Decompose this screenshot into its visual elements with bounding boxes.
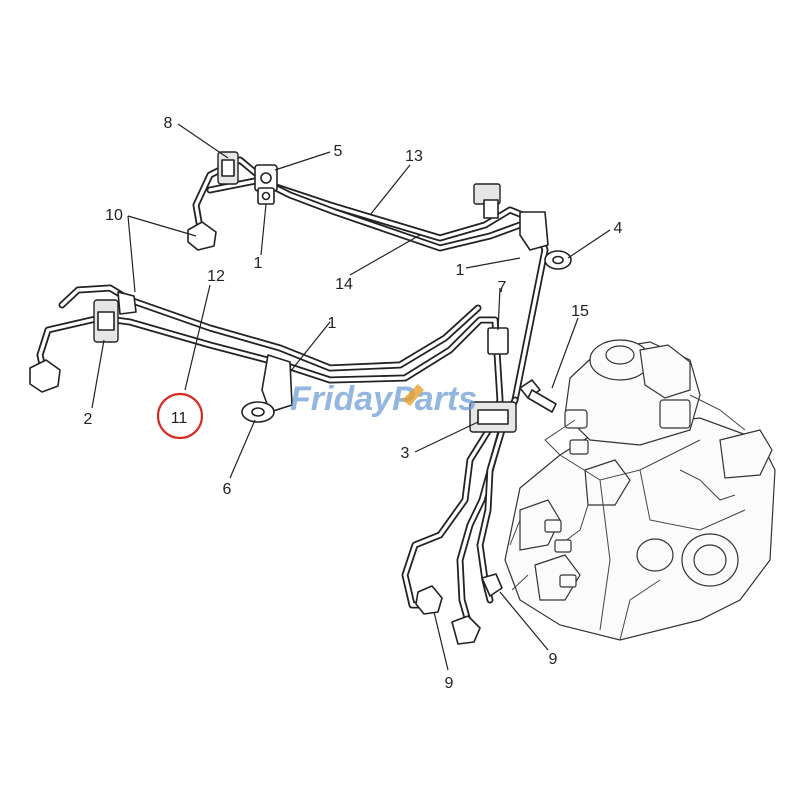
callout-3: 3 [401,445,410,462]
leader-lines [91,123,611,671]
callout-15: 15 [571,303,589,320]
watermark-text: FridayParts [290,380,477,418]
callout-10: 10 [105,207,123,224]
clamp-part-3 [469,401,517,433]
clamp-part-8 [217,151,239,185]
callout-11: 11 [171,410,188,427]
callout-labels: 8 5 13 10 1 4 1 12 14 1 7 15 2 11 3 6 9 … [84,115,623,692]
injection-pump [504,339,776,641]
callout-1-middle: 1 [328,315,337,332]
clamp-part-1-top [257,187,275,205]
callout-13: 13 [405,148,423,165]
callout-8: 8 [164,115,173,132]
fitting-part-10-top [187,221,217,251]
callout-2: 2 [84,411,93,428]
callout-1-right: 1 [456,262,465,279]
clamp-part-10-left [117,291,137,315]
clamp-part-13 [473,183,501,219]
fuel-line-left [36,284,504,424]
callout-1-top: 1 [254,255,263,272]
callout-7: 7 [498,279,507,296]
fitting-part-9-right [451,573,503,645]
fridayparts-watermark: FridayParts [290,380,477,418]
callout-5: 5 [334,143,343,160]
callout-9-left: 9 [445,675,454,692]
fitting-part-9-left [415,585,443,615]
bracket-part-4 [519,211,572,270]
callout-12: 12 [207,268,225,285]
highlight-ring [156,392,204,440]
clamp-part-7 [487,327,509,355]
bracket-part-6 [241,354,293,423]
bolt-part-15 [519,379,557,413]
fitting-part-left-nut [29,359,61,393]
clamp-part-2 [93,299,119,343]
callout-14: 14 [335,276,353,293]
pump-outlet-fittings [544,439,589,588]
fuel-line-lower [401,396,519,632]
callout-9-right: 9 [549,651,558,668]
clamp-part-5 [254,164,278,192]
callout-6: 6 [223,481,232,498]
callout-4: 4 [614,220,623,237]
